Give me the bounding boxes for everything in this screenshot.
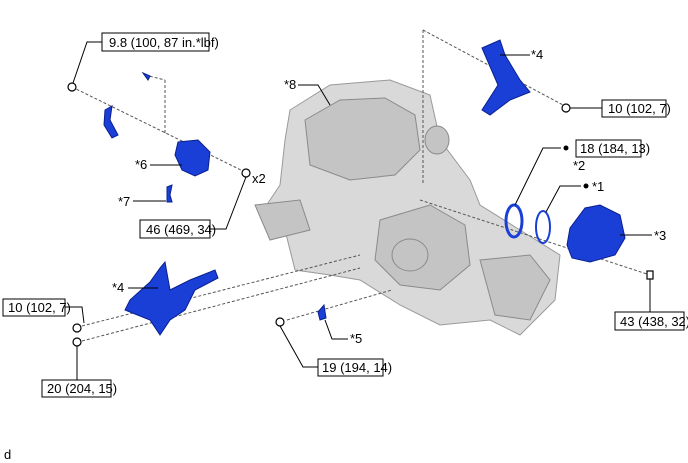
callout-2: *2 bbox=[573, 158, 585, 173]
callout-4-top: *4 bbox=[531, 47, 543, 62]
torque-spec-clamp: 18 (184, 13) bbox=[575, 139, 650, 158]
svg-text:10 (102, 7): 10 (102, 7) bbox=[8, 300, 71, 315]
callout-8: *8 bbox=[284, 77, 296, 92]
svg-text:46 (469, 34): 46 (469, 34) bbox=[146, 222, 216, 237]
assembly-line bbox=[419, 199, 651, 276]
svg-text:18 (184, 13): 18 (184, 13) bbox=[580, 141, 650, 156]
svg-text:9.8 (100, 87 in.*lbf): 9.8 (100, 87 in.*lbf) bbox=[109, 35, 219, 50]
bolt-icon bbox=[275, 317, 285, 327]
bolt-icon bbox=[561, 103, 571, 113]
bolt-icon bbox=[72, 323, 82, 333]
quantity-label: x2 bbox=[252, 171, 266, 186]
svg-text:10 (102, 7): 10 (102, 7) bbox=[608, 101, 671, 116]
assembly-line bbox=[422, 29, 564, 106]
figure-code: d bbox=[4, 447, 11, 462]
assembly-line bbox=[71, 86, 246, 173]
water-pump-part bbox=[103, 71, 211, 177]
assembly-line bbox=[81, 254, 361, 327]
torque-spec-bolt-top-right: 10 (102, 7) bbox=[601, 99, 671, 118]
assembly-line bbox=[144, 74, 166, 81]
callout-5: *5 bbox=[350, 331, 362, 346]
torque-spec-bolt-bottom-left-upper: 10 (102, 7) bbox=[2, 298, 71, 317]
gasket-ring-1 bbox=[535, 210, 551, 244]
catalytic-converter-part-3 bbox=[566, 204, 626, 263]
precoated-dot-icon bbox=[563, 145, 569, 151]
svg-text:19 (194, 14): 19 (194, 14) bbox=[322, 360, 392, 375]
gasket-ring-2 bbox=[504, 203, 524, 239]
callout-4-bottom: *4 bbox=[112, 280, 124, 295]
nut-icon bbox=[646, 270, 654, 280]
bracket-part-5 bbox=[317, 303, 327, 321]
assembly-line bbox=[286, 289, 393, 321]
torque-spec-nut-top-left: 9.8 (100, 87 in.*lbf) bbox=[101, 32, 219, 52]
bolt-icon bbox=[72, 337, 82, 347]
nut-icon bbox=[67, 82, 77, 92]
harness-part-bottom bbox=[124, 260, 219, 336]
callout-1: *1 bbox=[592, 179, 604, 194]
callout-6: *6 bbox=[135, 157, 147, 172]
engine-assembly bbox=[254, 79, 561, 336]
bolt-icon bbox=[241, 168, 251, 178]
svg-text:43 (438, 32): 43 (438, 32) bbox=[620, 314, 688, 329]
callout-3: *3 bbox=[654, 228, 666, 243]
svg-text:20 (204, 15): 20 (204, 15) bbox=[47, 381, 117, 396]
callout-7: *7 bbox=[118, 194, 130, 209]
torque-spec-bolt-bottom-left-lower: 20 (204, 15) bbox=[41, 379, 117, 398]
harness-part-top bbox=[481, 39, 531, 116]
torque-spec-nut-right: 43 (438, 32) bbox=[614, 311, 688, 331]
assembly-line bbox=[81, 267, 361, 342]
precoated-dot-icon bbox=[583, 183, 589, 189]
torque-spec-bolt-bracket: 19 (194, 14) bbox=[317, 358, 392, 377]
bracket-part-7 bbox=[166, 184, 173, 203]
torque-spec-bolt-pump: 46 (469, 34) bbox=[139, 219, 216, 239]
